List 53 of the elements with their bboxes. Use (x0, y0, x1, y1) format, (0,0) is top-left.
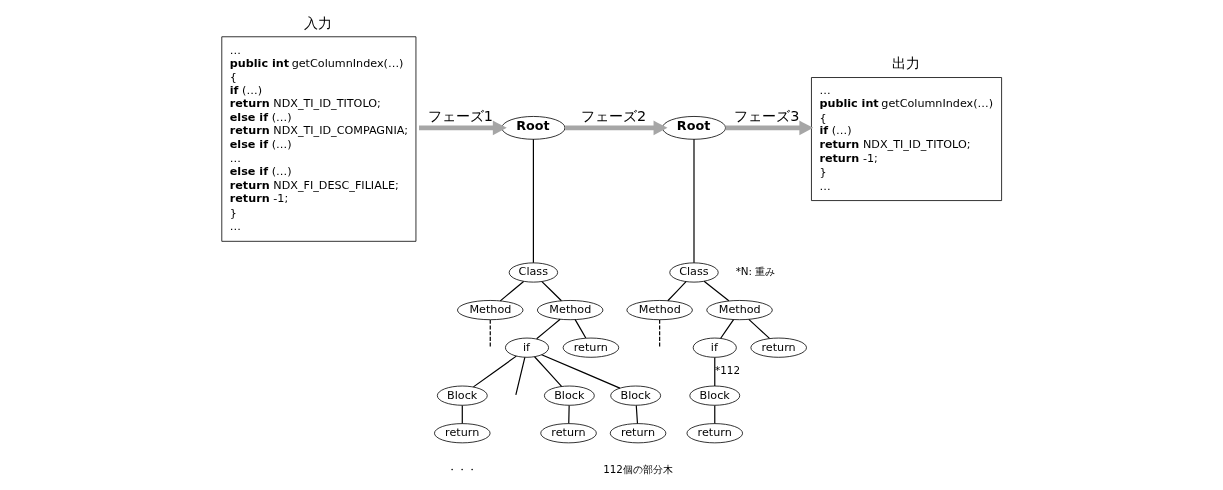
connector (515, 356, 526, 396)
node-ellipse: Class (508, 262, 558, 283)
connector (635, 404, 639, 425)
arrow (565, 120, 668, 136)
connector (714, 356, 716, 387)
node-ellipse: Block (689, 385, 741, 406)
connector (541, 354, 621, 389)
node-ellipse: return (540, 423, 597, 444)
node-ellipse: return (686, 423, 743, 444)
connector (541, 281, 562, 302)
node-ellipse: return (562, 337, 620, 358)
label: *N: 重み (735, 265, 776, 278)
edge-label: フェーズ3 (734, 107, 800, 124)
connector (472, 355, 517, 388)
arrow (725, 120, 814, 136)
edge-label: フェーズ1 (427, 107, 493, 124)
node-ellipse: return (434, 423, 491, 444)
node-ellipse: Class (669, 262, 719, 283)
connector (574, 319, 587, 339)
node-ellipse: Method (457, 300, 524, 321)
connector (703, 280, 730, 302)
connector (659, 319, 661, 348)
node-ellipse: return (609, 423, 667, 444)
connector (748, 318, 771, 339)
node-ellipse: Block (436, 385, 488, 406)
connector (720, 319, 735, 339)
connector (568, 404, 570, 425)
edge-label: フェーズ2 (581, 107, 647, 124)
node-box: … public int getColumnIndex(…) { if (…) return NDX_TI_ID_TITOLO; else if (…) return NDX_TI_ID_COMPAGNIA; else if (…) … else if (…) return NDX_FI_DESC_FILIALE; return -1; } … (221, 36, 417, 242)
connector (534, 356, 563, 387)
node-ellipse: if (505, 337, 549, 358)
node-ellipse: Block (610, 385, 661, 406)
connector (499, 280, 525, 302)
connector (693, 138, 695, 264)
edge-label: *112 (715, 364, 741, 377)
node-ellipse: Method (626, 300, 693, 321)
connector (532, 138, 534, 264)
node-ellipse: Root (662, 116, 726, 140)
label: ・・・ (447, 462, 478, 475)
arrow (419, 120, 507, 136)
connector (536, 318, 561, 340)
node-ellipse: Method (537, 300, 604, 321)
node-ellipse: Block (544, 385, 595, 406)
node-label: 入力 (304, 14, 333, 31)
node-box: … public int getColumnIndex(…) { if (…) return NDX_TI_ID_TITOLO; return -1; } … (811, 77, 1002, 201)
node-label: 出力 (891, 55, 920, 72)
node-ellipse: Root (501, 116, 566, 140)
node-ellipse: return (750, 337, 807, 358)
label: 112個の部分木 (603, 462, 673, 475)
node-ellipse: Method (706, 300, 773, 321)
node-ellipse: if (692, 337, 737, 358)
connector (489, 319, 491, 348)
connector (667, 281, 687, 302)
